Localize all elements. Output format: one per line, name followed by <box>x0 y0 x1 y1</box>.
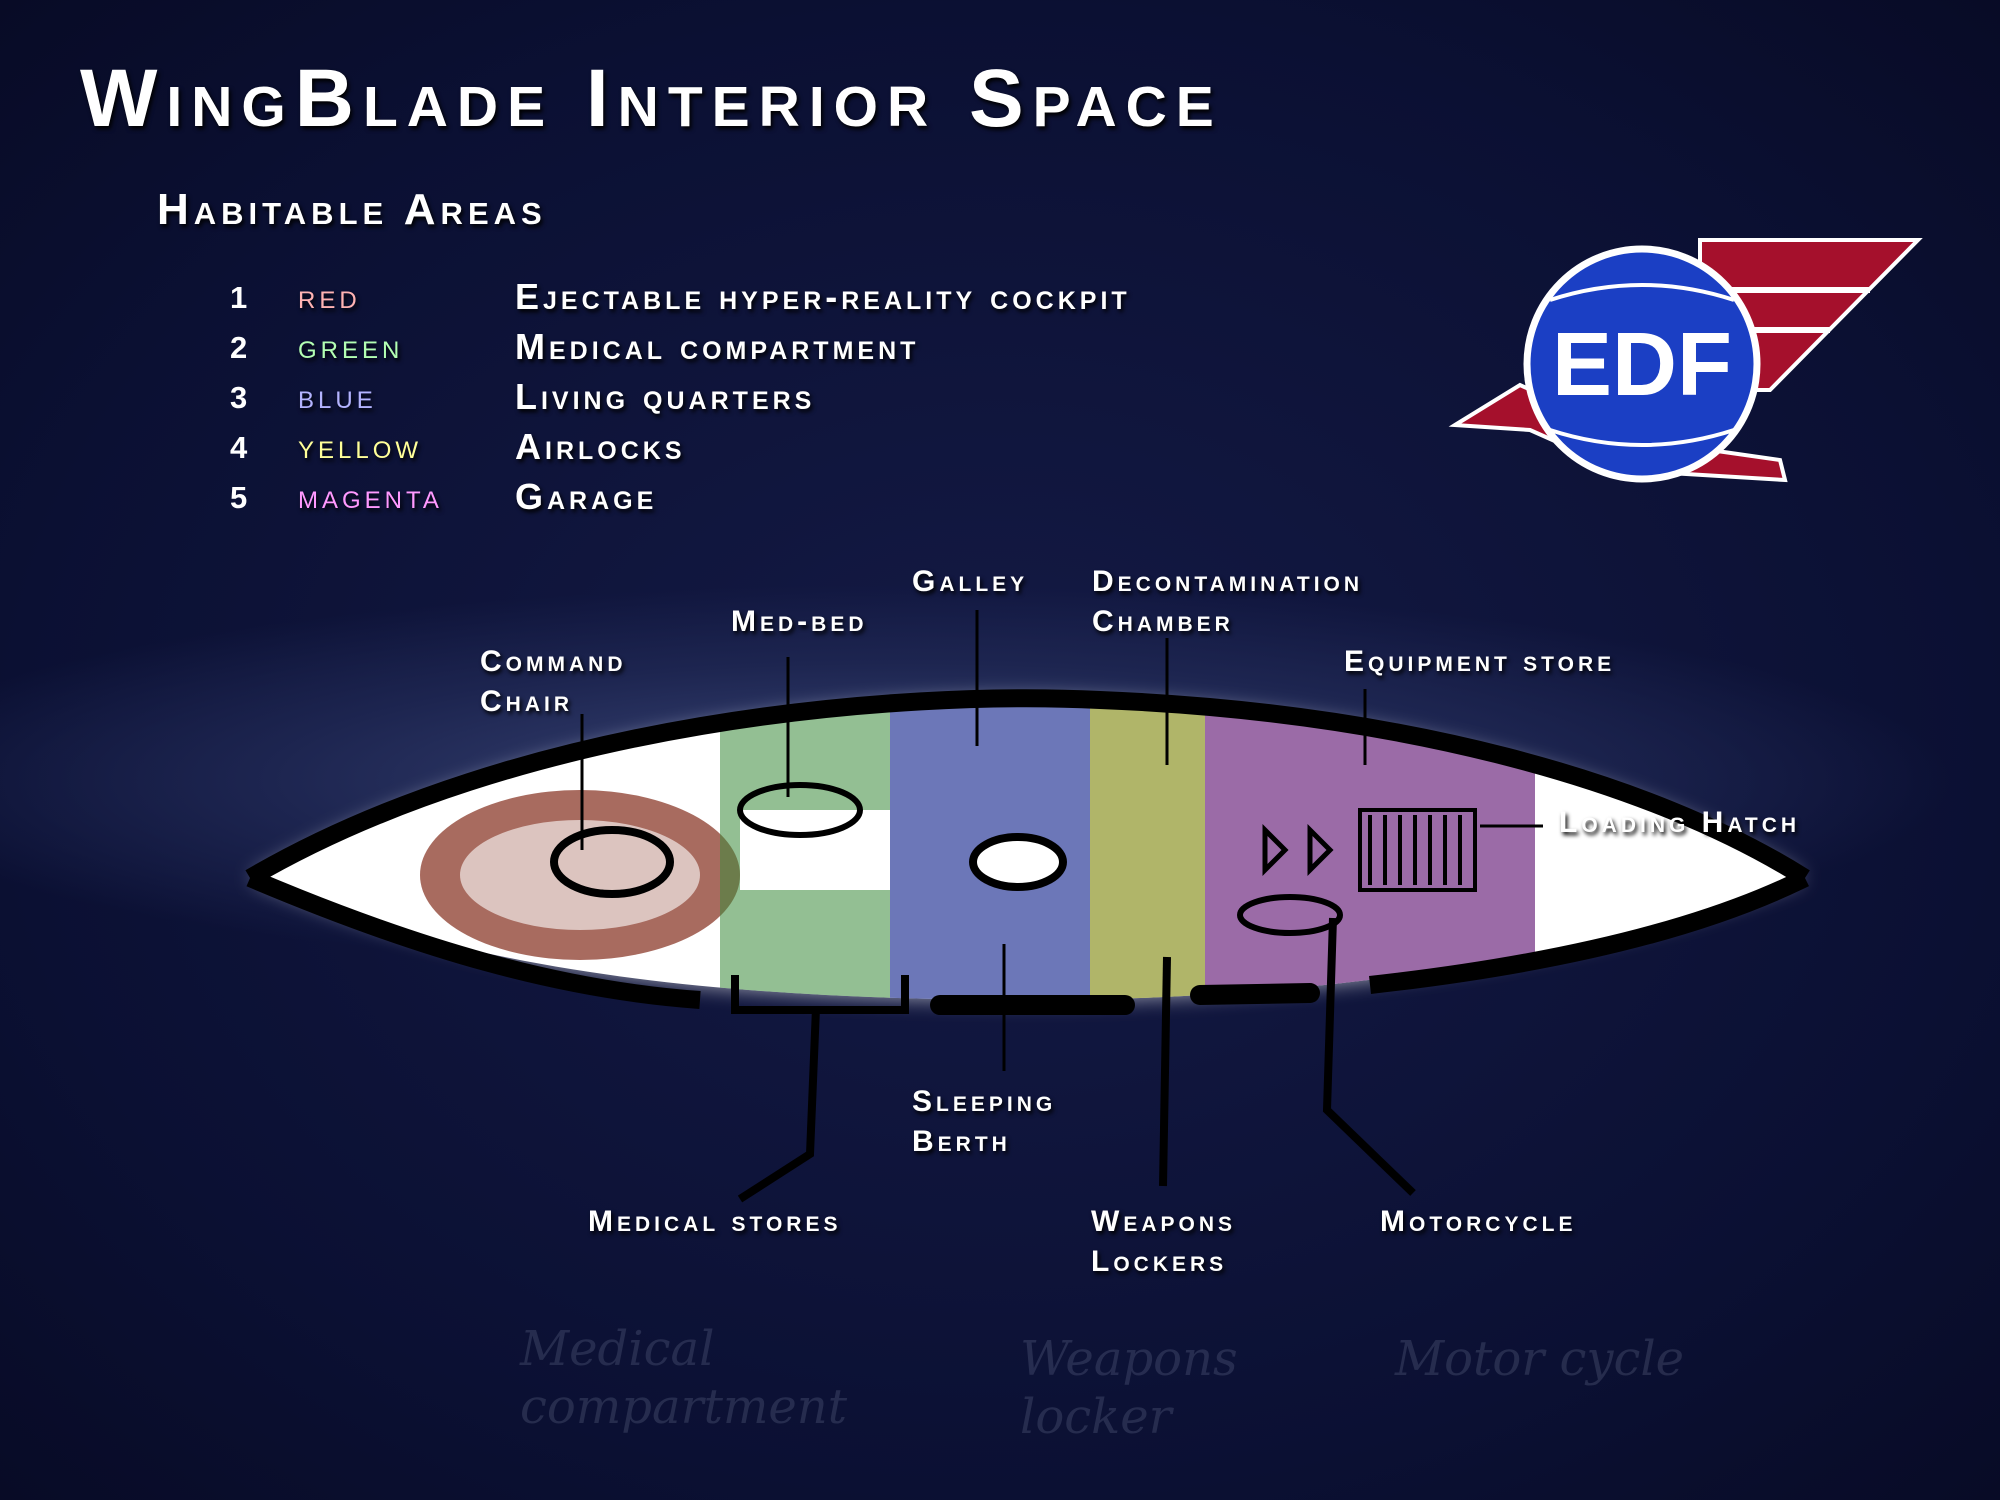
page-title: WingBlade Interior Space <box>80 53 1223 144</box>
legend-number: 5 <box>230 480 248 515</box>
logo-text: EDF <box>1552 315 1732 415</box>
label-sleeping-berth: Sleeping Berth <box>912 1082 1056 1162</box>
handwritten-line: Weapons <box>1020 1331 1238 1387</box>
label-command-chair: Command Chair <box>480 642 626 722</box>
label-loading-hatch: Loading Hatch <box>1559 806 1801 839</box>
legend-number: 3 <box>230 380 248 415</box>
legend-color: yellow <box>298 428 423 466</box>
legend-color: blue <box>298 378 377 416</box>
label-line: Command <box>480 645 627 678</box>
zone-yellow <box>1090 700 1205 1000</box>
handwritten-medical: Medical compartment <box>520 1320 847 1436</box>
handwritten-line: compartment <box>520 1379 847 1435</box>
label-weapons-lockers: Weapons Lockers <box>1091 1202 1236 1282</box>
label-line: Chamber <box>1092 605 1234 638</box>
label-line: Lockers <box>1091 1245 1228 1278</box>
handwritten-weapons: Weapons locker <box>1020 1330 1238 1446</box>
legend-color: green <box>298 328 404 366</box>
legend-number: 4 <box>230 430 248 465</box>
legend-number: 1 <box>230 280 248 315</box>
legend-number: 2 <box>230 330 248 365</box>
legend-description: Living quarters <box>515 376 816 417</box>
edf-logo: EDF <box>1448 238 1923 483</box>
legend-description: Airlocks <box>515 426 686 467</box>
label-line: Chair <box>480 685 573 718</box>
label-line: Weapons <box>1091 1205 1237 1238</box>
leader-lines <box>580 610 1543 1071</box>
label-equipment-store: Equipment store <box>1344 645 1616 678</box>
legend-color: magenta <box>298 478 443 516</box>
label-line: Berth <box>912 1125 1011 1158</box>
legend-description: Medical compartment <box>515 326 920 367</box>
label-motorcycle: Motorcycle <box>1380 1205 1577 1238</box>
handwritten-motorcycle: Motor cycle <box>1395 1331 1685 1387</box>
label-line: Sleeping <box>912 1085 1057 1118</box>
handwritten-line: Medical <box>520 1321 715 1377</box>
label-galley: Galley <box>912 565 1029 598</box>
legend-description: Ejectable hyper-reality cockpit <box>515 276 1131 317</box>
label-medical-stores: Medical stores <box>588 1205 842 1238</box>
legend-color: red <box>298 278 361 316</box>
handwritten-line: locker <box>1020 1389 1172 1445</box>
label-decontamination-chamber: Decontamination Chamber <box>1092 562 1363 642</box>
legend-description: Garage <box>515 476 658 517</box>
label-line: Decontamination <box>1092 565 1364 598</box>
section-subtitle: Habitable Areas <box>157 185 547 234</box>
label-med-bed: Med-bed <box>731 605 868 638</box>
